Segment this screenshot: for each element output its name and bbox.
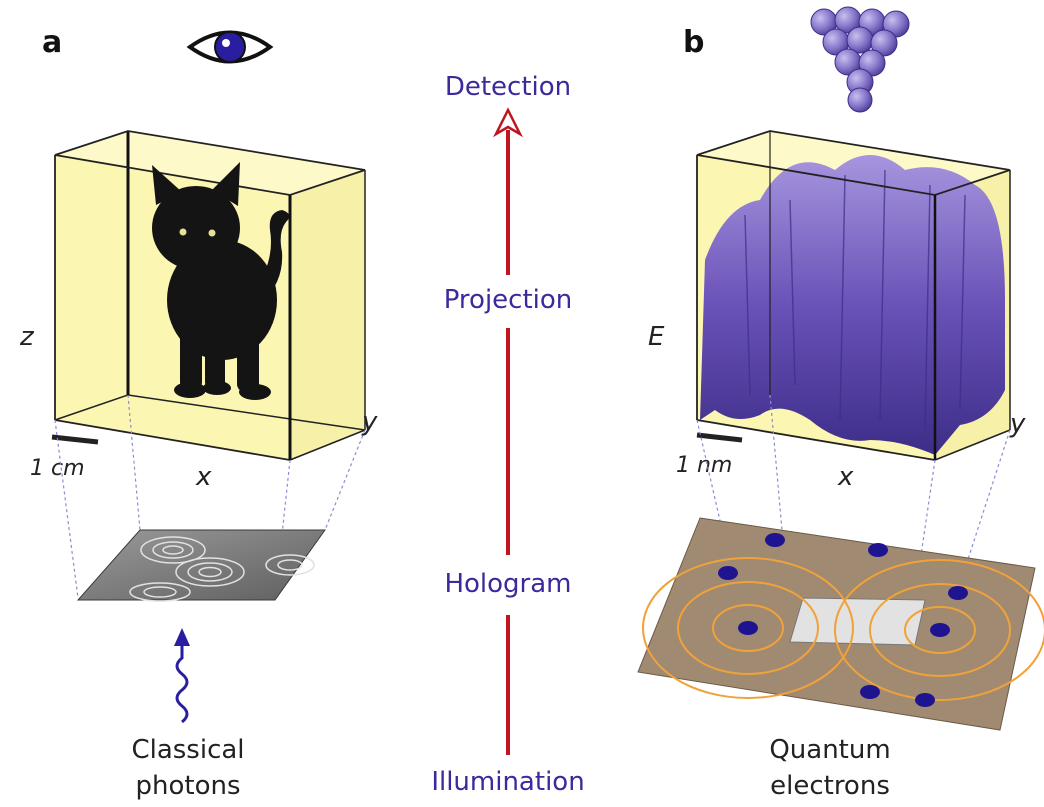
scale-bar-b xyxy=(696,432,743,443)
stage-hologram: Hologram xyxy=(444,569,571,599)
scale-label-b: 1 nm xyxy=(676,453,732,478)
photon-wave-arrow xyxy=(174,628,190,724)
axis-y-label-a: y xyxy=(361,407,378,437)
atom-tip-icon xyxy=(810,6,910,113)
eye-icon xyxy=(186,30,274,64)
axis-y-label-b: y xyxy=(1009,409,1026,439)
projection-lines-a xyxy=(54,394,366,601)
scale-label-a: 1 cm xyxy=(30,456,85,481)
scale-bar-a xyxy=(51,434,99,445)
panel-b-label: b xyxy=(683,25,704,60)
stage-detection: Detection xyxy=(445,72,571,102)
axis-e-label-b: E xyxy=(648,322,665,352)
axis-x-label-a: x xyxy=(195,462,212,492)
axis-z-label-a: z xyxy=(19,322,35,352)
hologram-plate-a xyxy=(76,529,326,602)
caption-b-line2: electrons xyxy=(770,771,890,801)
caption-a-line2: photons xyxy=(135,771,240,801)
adatom-dots xyxy=(718,533,968,707)
cat-icon xyxy=(152,162,290,400)
arrow-head-icon xyxy=(493,107,523,138)
caption-a-line1: Classical xyxy=(131,735,244,765)
process-axis: Detection Projection Hologram Illuminati… xyxy=(431,72,584,797)
stage-projection: Projection xyxy=(444,285,573,315)
surface-plate-b xyxy=(637,517,1044,731)
panel-b: b xyxy=(637,6,1044,801)
box-3d-b xyxy=(696,130,1011,461)
axis-x-label-b: x xyxy=(837,462,854,492)
panel-a-label: a xyxy=(42,25,62,60)
stage-illumination: Illumination xyxy=(431,767,584,797)
caption-b-line1: Quantum xyxy=(769,735,890,765)
panel-a: a xyxy=(19,25,378,801)
